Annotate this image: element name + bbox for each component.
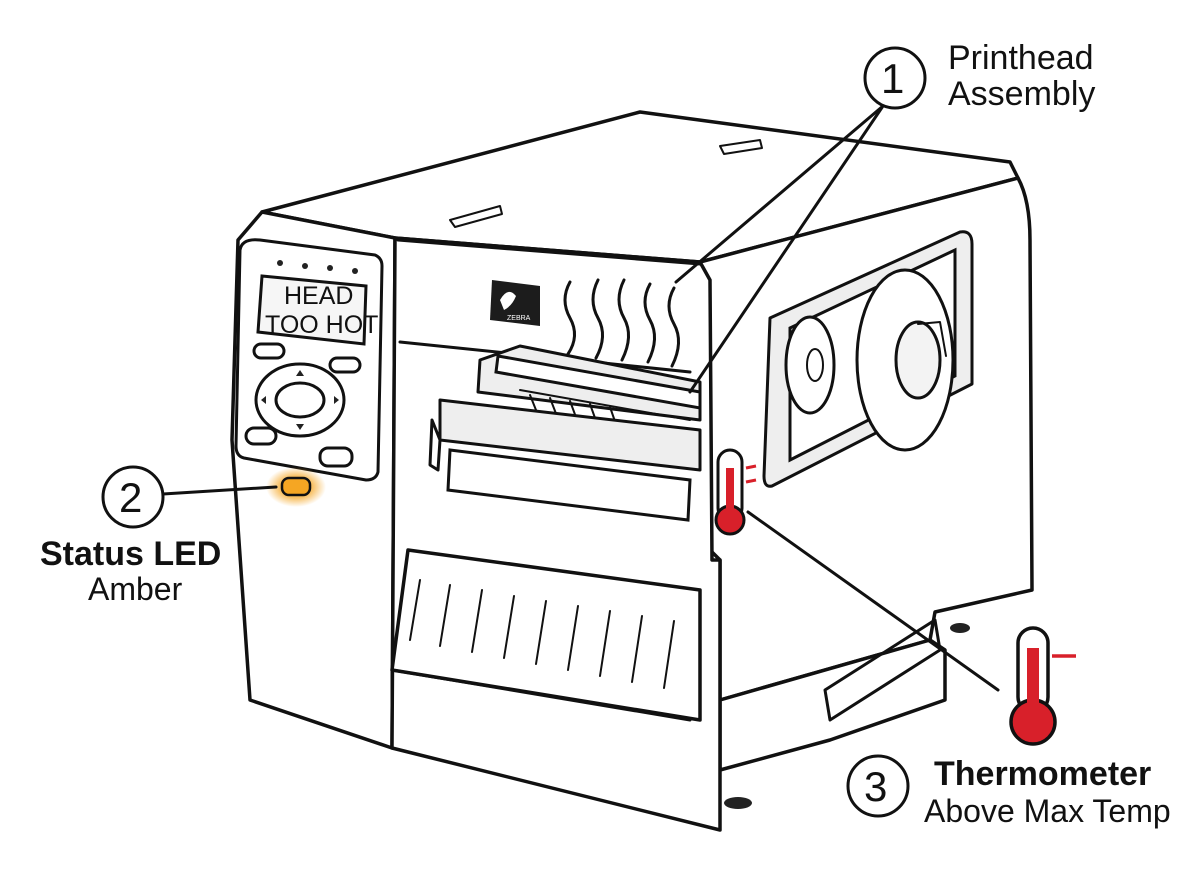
- up-arrow-icon[interactable]: [296, 370, 304, 376]
- printhead-area: ZEBRA: [390, 278, 757, 750]
- printer-body: [230, 110, 1034, 832]
- callout-3-title: Thermometer: [934, 755, 1152, 793]
- callout-1: 1: [674, 46, 927, 394]
- left-select-button[interactable]: [252, 342, 286, 360]
- pause-button[interactable]: [318, 446, 354, 468]
- callout-2-title: Status LED: [40, 535, 222, 573]
- front-vents: [409, 579, 675, 689]
- heat-wave-icon: [563, 278, 680, 368]
- callout-3: 3: [746, 510, 1076, 818]
- down-arrow-icon[interactable]: [296, 424, 304, 430]
- callout-1-number: 1: [881, 55, 904, 102]
- right-select-button[interactable]: [328, 356, 362, 374]
- lcd-display: HEAD TOO HOT: [256, 274, 378, 346]
- printhead-assembly: [476, 344, 702, 437]
- callout-2-number: 2: [119, 474, 142, 521]
- display-line-1: HEAD: [284, 282, 353, 310]
- callout-1-subtitle: Assembly: [948, 75, 1096, 113]
- control-panel: HEAD TOO HOT: [234, 238, 384, 507]
- left-arrow-icon[interactable]: [261, 396, 266, 404]
- thermometer-icon-small: [714, 448, 757, 536]
- navigation-pad[interactable]: [254, 362, 346, 438]
- callout-1-title: Printhead: [948, 39, 1094, 77]
- zebra-logo: ZEBRA: [490, 280, 540, 326]
- status-led: [266, 467, 326, 507]
- callout-2-subtitle: Amber: [88, 571, 183, 607]
- callout-3-number: 3: [864, 763, 887, 810]
- logo-text: ZEBRA: [507, 315, 531, 322]
- callout-3-subtitle: Above Max Temp: [924, 793, 1171, 829]
- status-icons-row: [277, 260, 358, 274]
- callout-2: 2: [101, 465, 278, 529]
- right-arrow-icon[interactable]: [334, 396, 339, 404]
- menu-button[interactable]: [244, 426, 278, 446]
- thermometer-icon: [1009, 626, 1076, 746]
- display-line-2: TOO HOT: [265, 311, 378, 339]
